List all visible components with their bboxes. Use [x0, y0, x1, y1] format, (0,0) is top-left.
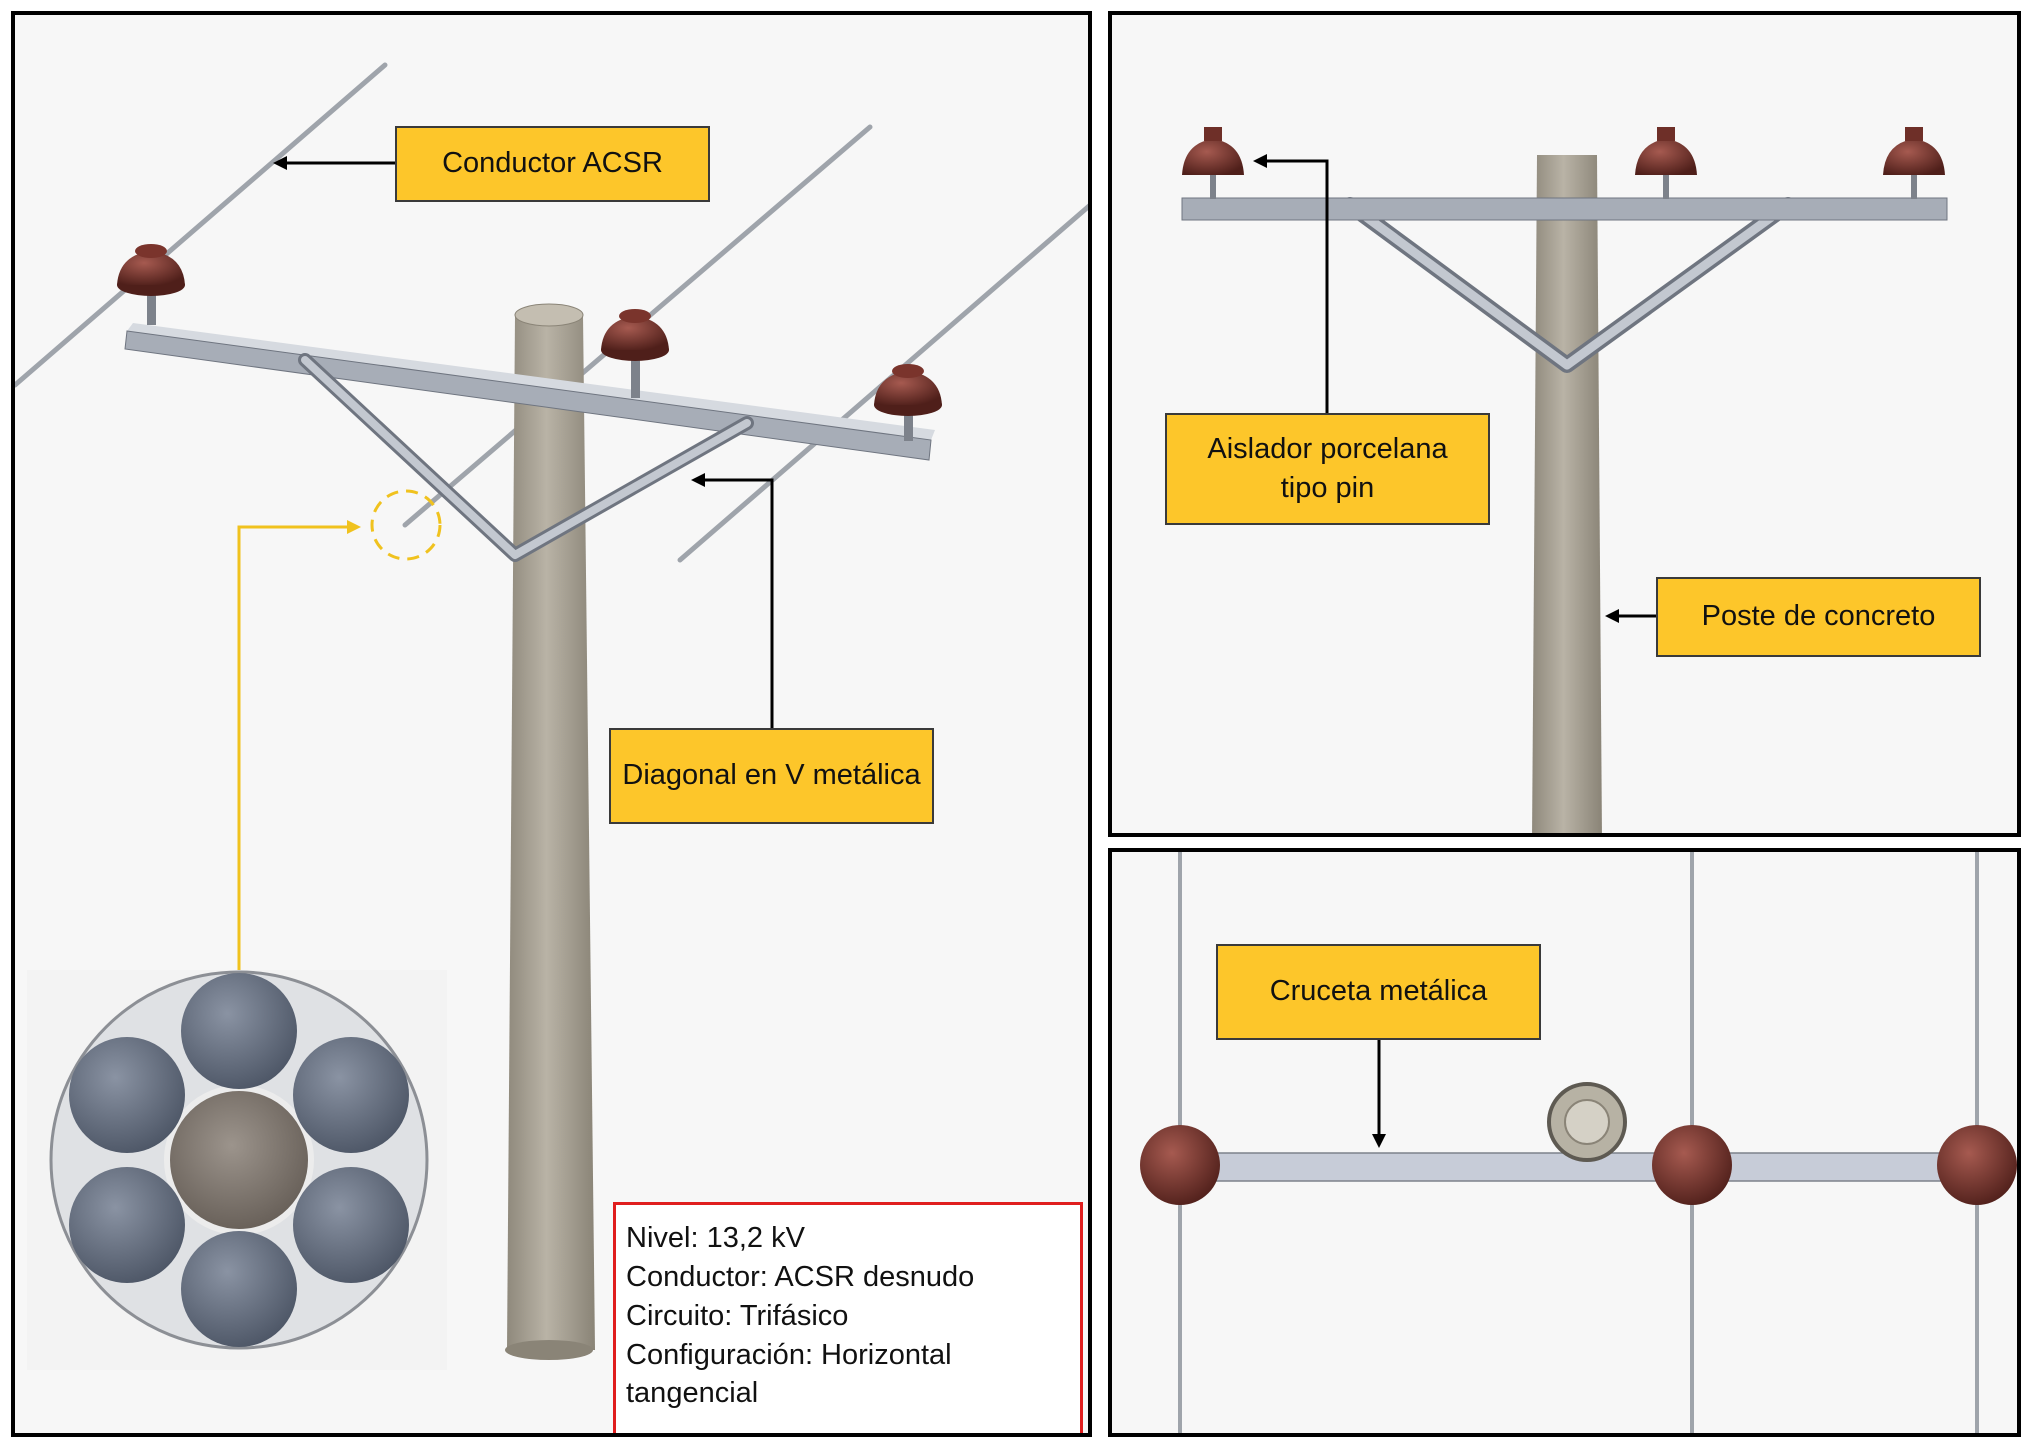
- aluminum-strand: [181, 973, 297, 1089]
- conductor-phase-a: [15, 62, 388, 388]
- spec-circuit: Circuito: Trifásico: [626, 1299, 849, 1332]
- aluminum-strand: [181, 1231, 297, 1347]
- acsr-cross-section: [27, 970, 447, 1370]
- top-view-panel: Cruceta metálica: [1108, 848, 2021, 1437]
- insulator-callout: Aislador porcelana tipo pin: [1165, 413, 1490, 525]
- insulator-right: [874, 364, 942, 441]
- insulator-left: [117, 244, 185, 325]
- front-insulator-left: [1182, 127, 1244, 199]
- crossarm-callout: Cruceta metálica: [1216, 944, 1541, 1040]
- isometric-view-panel: Conductor ACSR Diagonal en V metálica Ni…: [11, 11, 1092, 1437]
- spec-conductor: Conductor: ACSR desnudo: [626, 1260, 975, 1293]
- specifications-box: Nivel: 13,2 kV Conductor: ACSR desnudo C…: [613, 1202, 1083, 1433]
- front-crossarm: [1181, 197, 1948, 221]
- diagonal-callout: Diagonal en V metálica: [609, 728, 934, 824]
- diagonal-leader: [695, 478, 774, 728]
- top-insulator-right: [1937, 1125, 2017, 1205]
- top-pole: [1547, 1082, 1627, 1162]
- front-view-panel: Aislador porcelana tipo pin Poste de con…: [1108, 11, 2021, 837]
- front-insulator-right: [1883, 127, 1945, 199]
- spec-configuration: Configuración: Horizontal: [626, 1338, 952, 1371]
- pin-insulators: [117, 244, 942, 441]
- conductor-callout: Conductor ACSR: [395, 126, 710, 202]
- top-view-drawing: [1140, 852, 2017, 1433]
- front-insulators: [1182, 127, 1945, 199]
- isometric-drawing: [15, 62, 1088, 1370]
- front-v-brace: [1342, 197, 1796, 373]
- insulator-center: [601, 309, 669, 398]
- cross-section-indicator: [237, 489, 442, 970]
- front-pole: [1532, 155, 1602, 833]
- insulator-callout-line1: Aislador porcelana: [1207, 432, 1448, 465]
- aluminum-strand: [69, 1167, 185, 1283]
- pole-callout: Poste de concreto: [1656, 577, 1981, 657]
- top-leaders: [1372, 1040, 1386, 1148]
- top-insulator-left: [1140, 1125, 1220, 1205]
- top-insulators: [1140, 1125, 2017, 1205]
- spec-configuration-cont: tangencial: [626, 1377, 759, 1410]
- callout-leaders: [273, 156, 774, 728]
- v-brace: [298, 353, 754, 562]
- insulator-callout-line2: tipo pin: [1280, 472, 1375, 504]
- aluminum-strand: [69, 1037, 185, 1153]
- front-view-drawing: [1181, 127, 1948, 833]
- top-insulator-center: [1652, 1125, 1732, 1205]
- concrete-pole: [505, 303, 595, 1360]
- aluminum-strand: [293, 1037, 409, 1153]
- front-leaders: [1253, 154, 1656, 623]
- aluminum-strand: [293, 1167, 409, 1283]
- insulator-leader: [1258, 159, 1329, 413]
- spec-level: Nivel: 13,2 kV: [626, 1222, 805, 1254]
- steel-core: [164, 1085, 314, 1235]
- front-insulator-center: [1635, 127, 1697, 199]
